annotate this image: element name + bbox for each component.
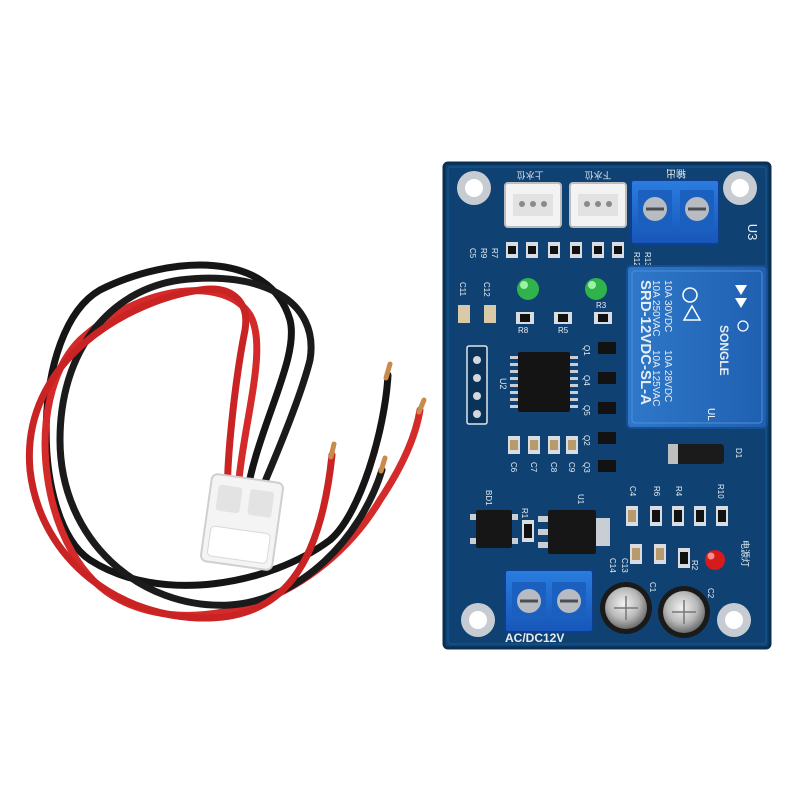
power-led-label: 电源灯 <box>740 540 751 567</box>
jst-connector <box>200 473 284 571</box>
red-led <box>705 550 725 570</box>
ref-q5: Q5 <box>582 405 591 416</box>
ref-c6: C6 <box>509 462 518 473</box>
ref-r2: R2 <box>690 560 699 571</box>
ref-r7: R7 <box>490 248 499 259</box>
lower-level-label: 下水位 <box>584 170 611 181</box>
ref-c12: C12 <box>482 282 491 297</box>
diode-d1 <box>668 444 724 464</box>
wire-ends <box>328 361 427 474</box>
resistor-row-middle <box>516 312 612 324</box>
relay-rating-3: 10A 30VDC <box>662 280 673 332</box>
ref-c9: C9 <box>567 462 576 473</box>
small-caps-left <box>458 305 496 323</box>
songle-logo <box>735 285 747 308</box>
ref-r10: R10 <box>716 484 725 499</box>
upper-level-label: 上水位 <box>516 170 543 181</box>
ref-c11: C11 <box>458 282 467 297</box>
ref-c13: C13 <box>620 558 629 573</box>
rectifier-bd1 <box>470 510 518 548</box>
capacitor-row <box>508 436 578 454</box>
power-terminal-block <box>504 569 594 633</box>
ul-mark-icon: UL <box>705 408 716 421</box>
power-label: AC/DC12V <box>505 631 564 645</box>
relay-rating-4: 10A 28VDC <box>662 350 673 402</box>
resistor-r2 <box>678 548 690 568</box>
mounting-holes <box>457 171 757 637</box>
electrolytic-cap-c2 <box>658 586 710 638</box>
ref-q4: Q4 <box>582 375 591 386</box>
ref-c4: C4 <box>628 486 637 497</box>
ref-c1: C1 <box>648 582 657 593</box>
cert-mark-icon <box>682 287 698 303</box>
ref-c2: C2 <box>706 588 715 599</box>
ref-r9: R9 <box>479 248 488 259</box>
relay-rating-1: 10A 250VAC <box>650 280 661 337</box>
ref-r1: R1 <box>520 508 529 519</box>
ref-q2: Q2 <box>582 435 591 446</box>
ref-q3: Q3 <box>582 462 591 473</box>
relay-rating-2: 10A 125VAC <box>650 350 661 407</box>
regulator-u1 <box>538 510 610 554</box>
ref-c14: C14 <box>608 558 617 573</box>
red-wire <box>41 287 424 619</box>
ic-u2 <box>510 352 578 412</box>
relay-module-board: 上水位 下水位 输出 U3 C5 R9 R7 R12 <box>442 161 772 650</box>
sensor-connector-upper <box>504 182 562 228</box>
registered-icon <box>737 320 749 332</box>
relay: 10A 250VAC 10A 125VAC 10A 30VDC 10A 28VD… <box>626 265 768 429</box>
capacitors-c13-c14 <box>630 544 666 564</box>
transistor-column <box>598 342 616 472</box>
electrolytic-cap-c1 <box>600 582 652 634</box>
ref-bd1: BD1 <box>484 490 493 506</box>
black-wire-2 <box>56 274 386 609</box>
resistor-row-top <box>506 242 624 258</box>
ref-c7: C7 <box>529 462 538 473</box>
ref-r4: R4 <box>674 486 683 497</box>
relay-brand-area: SONGLE <box>717 325 731 376</box>
warning-triangle-icon <box>682 304 702 321</box>
wire-harness <box>25 261 427 622</box>
ref-q1: Q1 <box>582 345 591 356</box>
ref-r5: R5 <box>558 326 569 335</box>
ref-r6: R6 <box>652 486 661 497</box>
ref-r13: R13 <box>643 252 652 267</box>
ref-r8: R8 <box>518 326 529 335</box>
pin-header <box>466 345 488 425</box>
resistor-r1 <box>522 520 534 542</box>
output-terminal-block <box>630 179 720 245</box>
ref-r12: R12 <box>632 252 641 267</box>
ref-u2: U2 <box>498 378 508 390</box>
green-led-1 <box>517 278 539 300</box>
ref-r3: R3 <box>596 301 607 310</box>
resistor-row-lower <box>626 506 728 526</box>
ref-d1: D1 <box>734 448 743 459</box>
relay-model: SRD-12VDC-SL-A <box>637 280 654 405</box>
red-wire-2 <box>25 285 336 622</box>
ref-c5: C5 <box>468 248 477 259</box>
ref-c8: C8 <box>549 462 558 473</box>
sensor-connector-lower <box>569 182 627 228</box>
output-label: 输出 <box>666 167 686 180</box>
green-led-2 <box>585 278 607 300</box>
module-id: U3 <box>745 224 760 241</box>
relay-brand: SONGLE <box>717 325 731 376</box>
relay-text: 10A 250VAC 10A 125VAC 10A 30VDC 10A 28VD… <box>637 280 673 407</box>
ref-u1: U1 <box>576 494 585 505</box>
